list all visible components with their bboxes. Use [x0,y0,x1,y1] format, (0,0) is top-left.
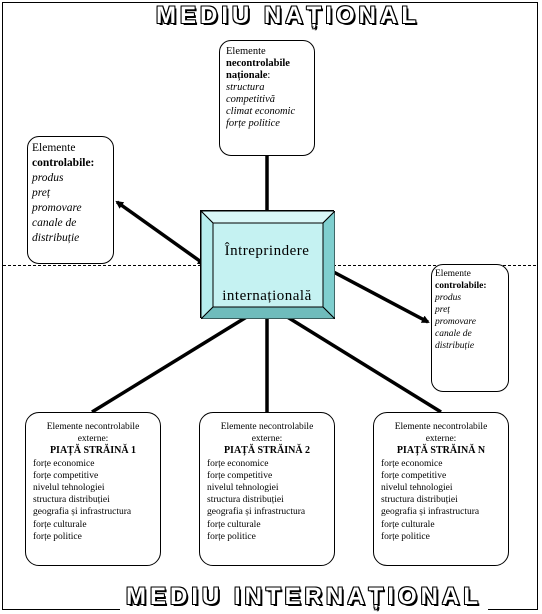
market-item: forțe politice [207,531,256,542]
controllable-right-item: produs [435,293,462,303]
market-header: externe: [251,434,283,445]
controllable-right-item: promovare [435,317,476,327]
market-item: nivelul tehnologiei [381,483,453,494]
market-item: structura distribuției [207,495,284,506]
controllable-top-item: canale de [32,217,77,229]
market-header: Elemente necontrolabile [394,422,488,432]
national-box-colon: : [267,70,271,81]
market-item: forțe culturale [33,519,87,530]
national-box-item: climat economic [226,106,296,117]
controllable-top-bold: controlabile: [32,157,95,169]
market-item: geografia și infrastructura [207,507,306,518]
enterprise-box: Întreprindere internațională [200,210,335,319]
controllable-top-item: preț [32,187,51,199]
market-item: forțe politice [33,531,82,542]
foreign-market-1-box: Elemente necontrolabile externe: PIAȚĂ S… [25,412,161,566]
market-item: structura distribuției [381,495,458,506]
market-title: PIAȚĂ STRĂINĂ 1 [49,445,137,457]
controllable-elements-box-right: Elemente controlabile: produs preț promo… [431,264,509,392]
controllable-right-item: distribuție [435,341,475,351]
market-item: forțe economice [33,458,95,469]
market-item: forțe politice [381,531,430,542]
arrow-controllable-right-enterprise [324,266,430,324]
market-item: forțe culturale [207,519,261,530]
controllable-right-item: preț [435,305,450,315]
national-box-item: forțe politice [226,118,280,129]
national-uncontrollable-box: Elemente necontrolabile naționale: struc… [219,40,315,156]
controllable-top-item: promovare [32,202,82,214]
market-item: forțe culturale [381,519,435,530]
market-title: PIAȚĂ STRĂINĂ N [396,445,486,457]
market-item: geografia și infrastructura [33,507,132,518]
controllable-right-bold: controlabile: [435,281,487,291]
national-box-item: structura [226,82,265,93]
market-item: forțe competitive [33,470,99,481]
enterprise-label-line-2: internațională [222,288,312,304]
market-item: geografia și infrastructura [381,507,480,518]
market-header: externe: [77,434,109,445]
market-item: forțe competitive [207,470,273,481]
market-item: forțe competitive [381,470,447,481]
market-header: Elemente necontrolabile [220,422,314,432]
enterprise-bevel [201,211,335,319]
national-box-heading: Elemente [226,46,266,57]
arrow-controllable-top-enterprise [115,200,206,266]
market-item: nivelul tehnologiei [33,483,105,494]
national-box-bold-2: naționale [226,70,268,81]
controllable-top-heading: Elemente [32,142,76,154]
market-title: PIAȚĂ STRĂINĂ 2 [223,445,311,457]
market-header: Elemente necontrolabile [46,422,140,432]
market-header: externe: [425,434,457,445]
enterprise-label-line-1: Întreprindere [224,243,310,259]
controllable-right-item: canale de [435,329,472,339]
market-item: nivelul tehnologiei [207,483,279,494]
controllable-top-item: produs [32,172,64,184]
banner-international-environment: MEDIU INTERNAȚIONAL [120,584,488,610]
market-item: forțe economice [207,458,269,469]
controllable-elements-box-top: Elemente controlabile: produs preț promo… [27,136,114,264]
banner-national-environment: MEDIU NAȚIONAL [150,3,426,29]
national-box-bold-1: necontrolabile [226,58,290,69]
national-box-item: competitivă [226,94,275,105]
foreign-market-2-box: Elemente necontrolabile externe: PIAȚĂ S… [199,412,335,566]
arrow-marketN-to-enterprise [274,308,442,414]
controllable-top-item: distribuție [32,232,80,244]
market-item: structura distribuției [33,495,110,506]
arrow-market1-to-enterprise [91,308,260,414]
controllable-right-heading: Elemente [435,269,471,279]
market-item: forțe economice [381,458,443,469]
foreign-market-n-box: Elemente necontrolabile externe: PIAȚĂ S… [373,412,509,566]
